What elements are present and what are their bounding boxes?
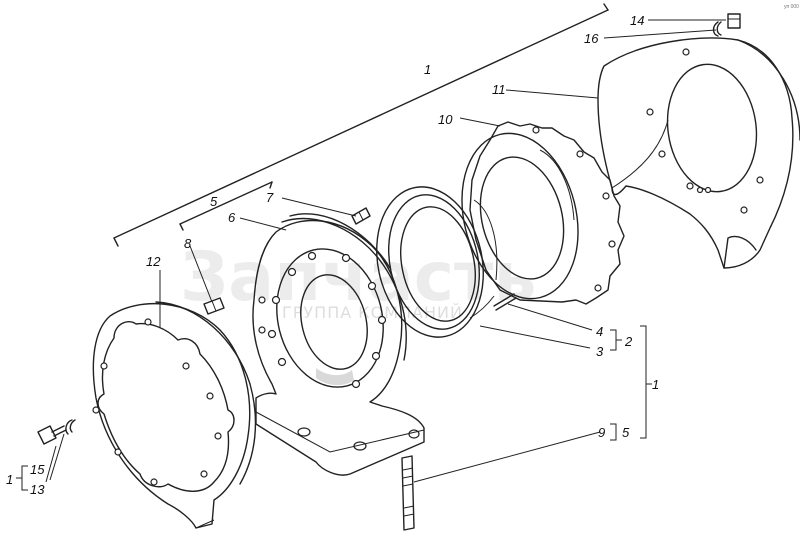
callout-1-left: 1 xyxy=(6,472,13,487)
callout-13: 13 xyxy=(30,482,45,497)
callout-1-right: 1 xyxy=(652,377,659,392)
callout-10: 10 xyxy=(438,112,453,127)
watermark-subtitle: ГРУППА КОМПАНИЙ xyxy=(282,303,463,322)
callout-1-top: 1 xyxy=(424,62,431,77)
group-bracket-1-left xyxy=(16,465,28,491)
callout-15: 15 xyxy=(30,462,45,477)
callout-3: 3 xyxy=(596,344,604,359)
part-3-lining-ring xyxy=(376,186,498,338)
callout-14: 14 xyxy=(630,13,644,28)
group-bracket-2 xyxy=(610,329,622,351)
part-13-washer xyxy=(65,419,76,435)
callout-12: 12 xyxy=(146,254,161,269)
part-4-pin xyxy=(493,293,517,311)
callout-5-right: 5 xyxy=(622,425,630,440)
group-bracket-5-right xyxy=(610,423,617,441)
part-11-shield-cover xyxy=(597,37,800,269)
part-16-washer xyxy=(712,21,722,37)
callout-9: 9 xyxy=(598,425,605,440)
callout-4: 4 xyxy=(596,324,603,339)
part-10-flange-disc xyxy=(461,121,625,305)
callout-16: 16 xyxy=(584,31,599,46)
callout-11: 11 xyxy=(492,82,506,97)
callout-5: 5 xyxy=(210,194,218,209)
group-bracket-1-right xyxy=(640,325,652,439)
callout-7: 7 xyxy=(266,190,274,205)
callout-8: 8 xyxy=(184,236,192,251)
callout-6: 6 xyxy=(228,210,236,225)
assembly-bracket-5 xyxy=(179,181,273,231)
part-6-mounting-bracket xyxy=(252,213,425,476)
part-15-bolt xyxy=(37,425,67,445)
part-14-bolt xyxy=(727,13,741,29)
part-8-stud xyxy=(203,297,225,315)
leader-lines xyxy=(45,19,726,483)
callout-2: 2 xyxy=(624,334,633,349)
part-12-housing-ring xyxy=(92,301,257,529)
corner-mark: уп 000 xyxy=(784,4,799,10)
callout-labels: 1 5 6 7 8 10 11 12 14 16 4 3 2 1 9 5 1 1… xyxy=(6,4,799,497)
part-7-bolt xyxy=(351,207,371,225)
assembly-bracket-1-top xyxy=(113,3,609,247)
part-9-long-stud xyxy=(401,455,415,531)
